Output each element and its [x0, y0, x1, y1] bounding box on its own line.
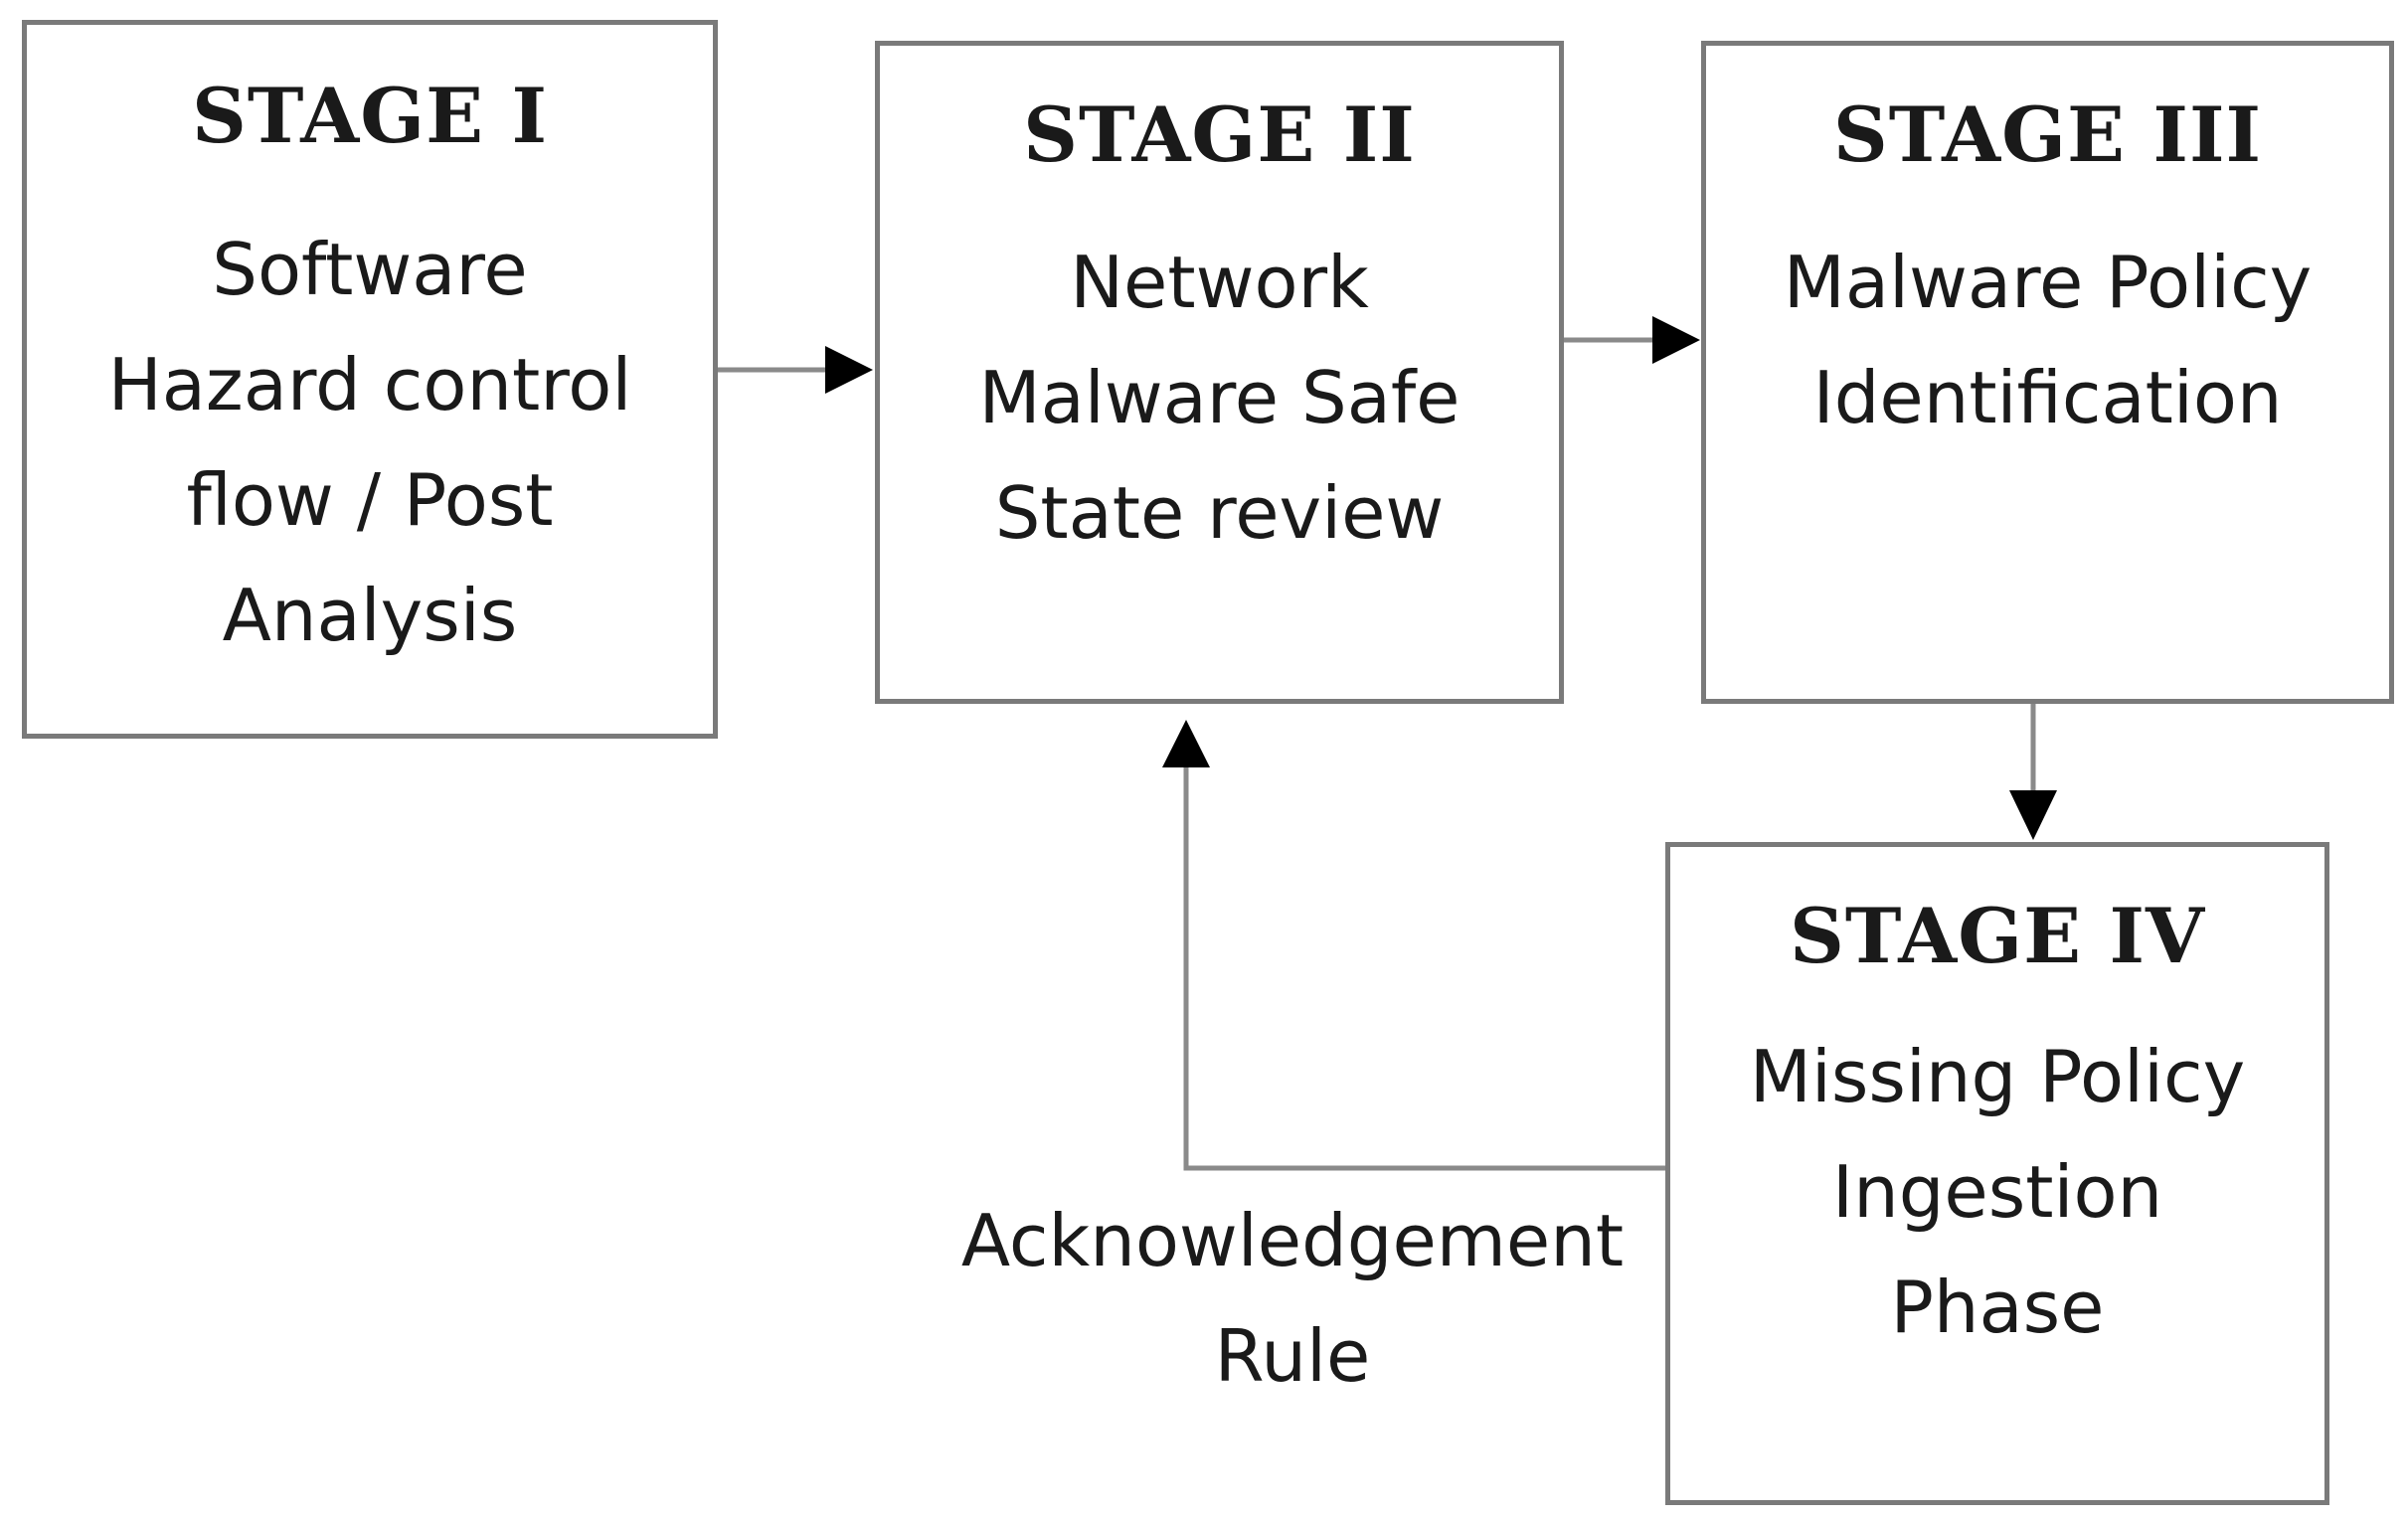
connector-stage4-to-stage2 — [1183, 763, 1665, 1171]
stage-2-text: Network Malware Safe State review — [880, 225, 1559, 571]
arrowhead-stage4-icon — [2009, 790, 2057, 840]
stage-1-line: Software — [212, 228, 528, 311]
stage-1-text: Software Hazard control flow / Post Anal… — [27, 212, 713, 673]
stage-2-line: Malware Safe — [978, 356, 1461, 439]
stage-3-box: STAGE III Malware Policy Identification — [1701, 41, 2394, 704]
feedback-label: Acknowledgement Rule — [895, 1183, 1690, 1414]
stage-3-line: Malware Policy — [1783, 241, 2313, 324]
stage-3-text: Malware Policy Identification — [1706, 225, 2389, 455]
stage-3-line: Identification — [1812, 356, 2283, 439]
stage-1-title: STAGE I — [191, 72, 549, 160]
arrowhead-feedback-icon — [1162, 720, 1210, 767]
arrowhead-stage3-icon — [1652, 316, 1700, 364]
stage-4-title: STAGE IV — [1789, 892, 2206, 980]
stage-2-title: STAGE II — [1023, 90, 1416, 179]
stage-4-line: Missing Policy — [1749, 1035, 2246, 1118]
stage-4-text: Missing Policy Ingestion Phase — [1670, 1019, 2324, 1365]
stage-4-line: Phase — [1890, 1266, 2105, 1349]
stage-2-line: Network — [1070, 241, 1369, 324]
stage-2-line: State review — [994, 471, 1445, 555]
stage-4-box: STAGE IV Missing Policy Ingestion Phase — [1665, 842, 2329, 1505]
stage-1-line: flow / Post — [186, 458, 554, 542]
feedback-label-line: Rule — [1214, 1314, 1371, 1398]
stage-1-line: Hazard control — [107, 343, 632, 426]
stage-2-box: STAGE II Network Malware Safe State revi… — [875, 41, 1564, 704]
stage-1-box: STAGE I Software Hazard control flow / P… — [22, 20, 718, 739]
stage-3-title: STAGE III — [1832, 90, 2263, 179]
stage-1-line: Analysis — [222, 574, 518, 657]
arrowhead-stage2-icon — [825, 346, 873, 394]
stage-4-line: Ingestion — [1831, 1150, 2163, 1234]
feedback-label-line: Acknowledgement — [960, 1199, 1625, 1282]
